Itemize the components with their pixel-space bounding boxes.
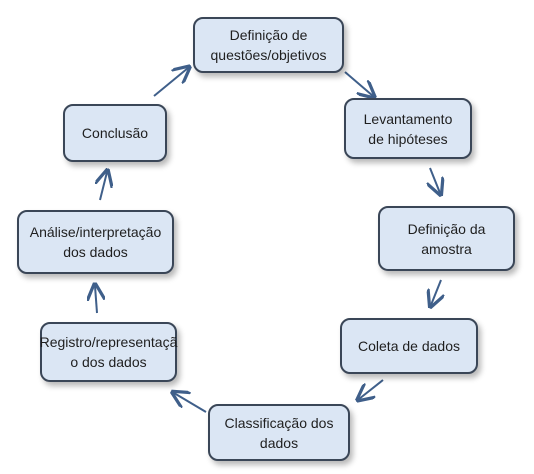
arrow-icon — [100, 172, 107, 201]
step-label: Classificação dos dados — [224, 414, 334, 451]
arrow-icon — [95, 286, 97, 314]
step-coleta-dados: Coleta de dados — [340, 318, 478, 374]
step-label: Coleta de dados — [358, 338, 460, 354]
arrow-icon — [174, 393, 207, 413]
step-analise-interpretacao: Análise/interpretação dos dados — [17, 210, 174, 274]
step-definicao-amostra: Definição da amostra — [378, 206, 515, 271]
step-classificacao-dados: Classificação dos dados — [208, 404, 350, 461]
step-conclusao: Conclusão — [63, 104, 167, 162]
step-levantamento-hipoteses: Levantamento de hipóteses — [344, 98, 472, 159]
arrow-icon — [359, 379, 384, 399]
step-label: Definição da amostra — [407, 220, 486, 257]
arrow-icon — [430, 167, 440, 193]
step-label: Levantamento de hipóteses — [363, 110, 453, 147]
step-label: Registro/representaçã o dos dados — [39, 334, 178, 370]
arrow-icon — [431, 279, 441, 305]
step-label: Análise/interpretação dos dados — [29, 224, 162, 260]
step-label: Conclusão — [81, 125, 149, 141]
arrow-icon — [344, 71, 373, 96]
step-registro-representacao: Registro/representaçã o dos dados — [40, 322, 177, 382]
step-definicao-questoes: Definição de questões/objetivos — [193, 17, 344, 73]
step-label: Definição de questões/objetivos — [210, 27, 327, 63]
arrow-icon — [153, 68, 188, 97]
